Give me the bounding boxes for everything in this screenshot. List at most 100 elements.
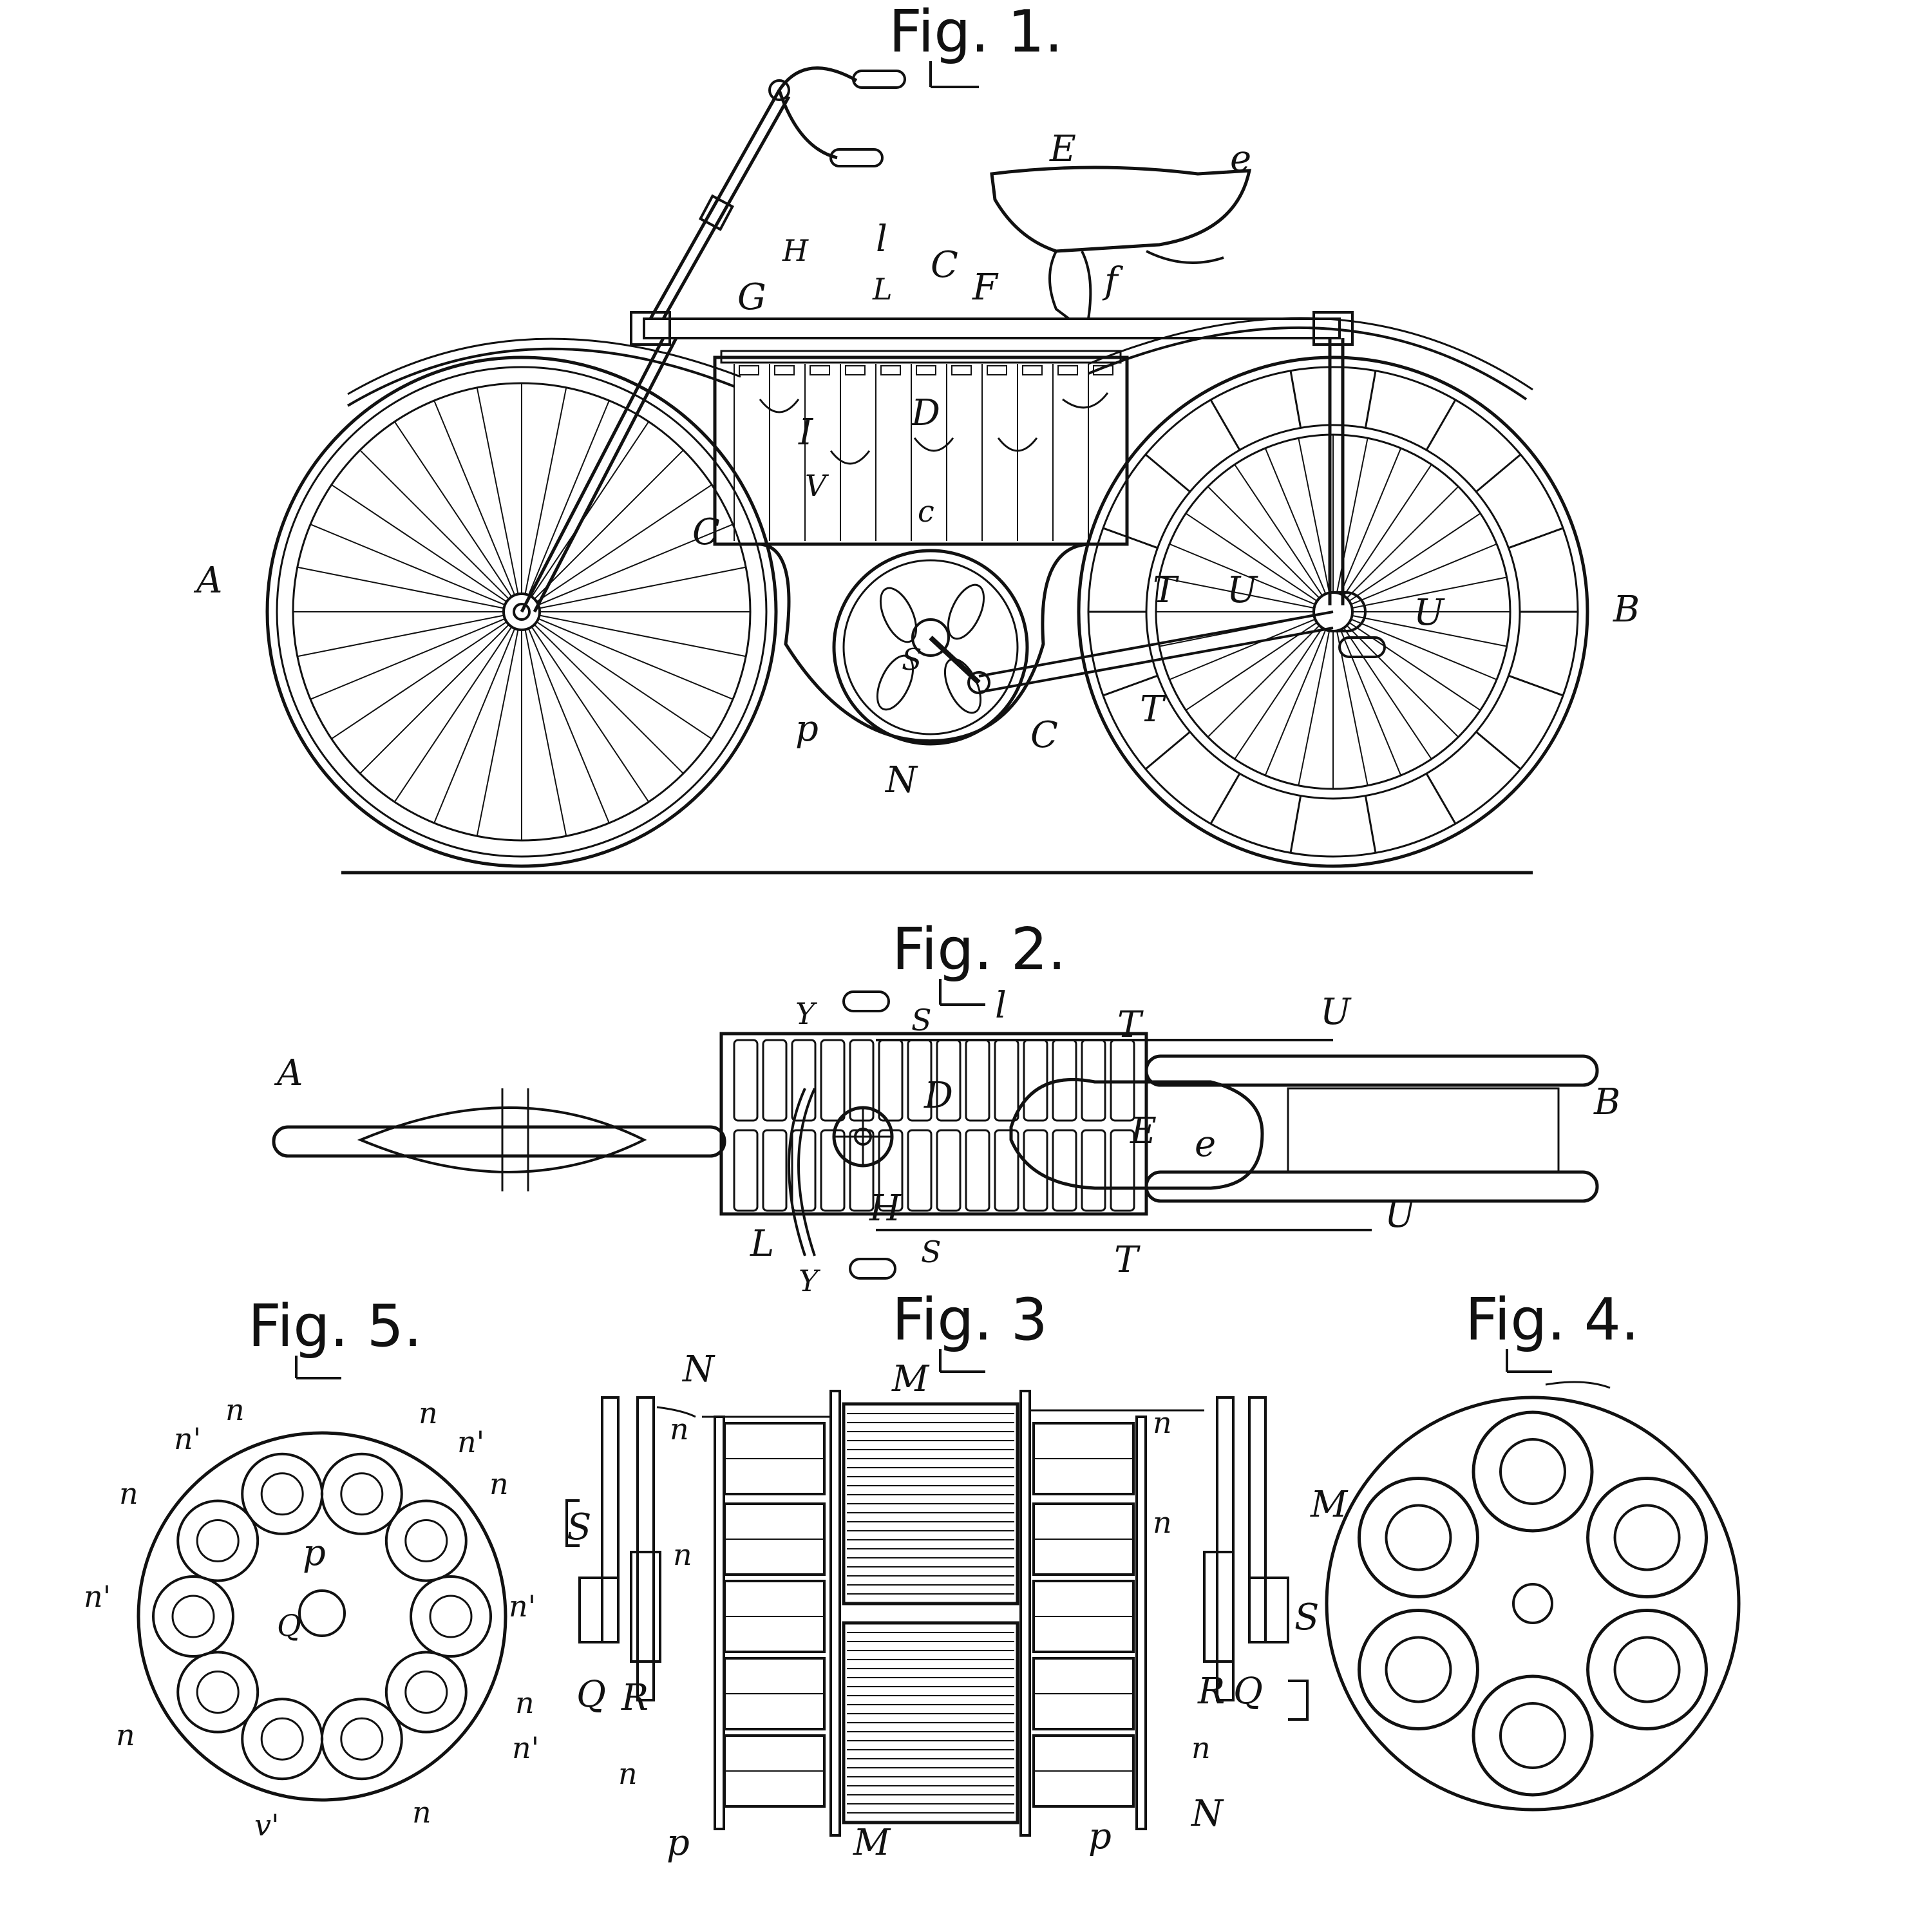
fig3-label-M1: M [891, 1358, 930, 1400]
rim-segment [1103, 674, 1159, 697]
rear-fender [1088, 326, 1528, 401]
fig1-label-B: B [1613, 589, 1640, 630]
fig5-label-n2: n [419, 1396, 438, 1430]
spoke [1352, 614, 1507, 647]
fig4-ring-outer [1357, 1609, 1479, 1730]
fig2-label-U1: U [1320, 991, 1352, 1033]
fig2-saddle [1009, 1077, 1264, 1190]
front-wheel-spokes [293, 383, 750, 840]
spoke [1264, 629, 1327, 776]
spoke [538, 524, 734, 606]
spoke [476, 629, 519, 837]
spoke [297, 614, 504, 658]
battery-terminal [987, 365, 1007, 375]
fig1-label-F: F [972, 267, 999, 308]
fig1-label-D: D [911, 392, 940, 434]
fig3-label-R2: R [1197, 1671, 1225, 1712]
fig2-cell-lower [1081, 1129, 1106, 1212]
fig5-magnet-outer [152, 1575, 234, 1658]
spoke [1234, 464, 1323, 596]
fig2-label-S1: S [911, 1003, 932, 1037]
fig1-label-C2: C [692, 511, 720, 553]
fig4-title: Fig. 4. [1465, 1286, 1639, 1354]
fig2-label-U2: U [1385, 1194, 1416, 1236]
fig3-motor-section: Fig. 3 N M n n S n n S [565, 1286, 1319, 1864]
fig2-cell-lower [762, 1129, 788, 1212]
fig2-title: Fig. 2. [892, 916, 1066, 983]
fig3-label-R1: R [621, 1677, 649, 1719]
rim-segment [1289, 795, 1302, 853]
rim-segment [1103, 527, 1159, 549]
spoke [1185, 513, 1318, 602]
fig5-label-n4: n [489, 1466, 509, 1501]
fig2-label-S2: S [921, 1235, 942, 1269]
top-tube [643, 317, 1341, 339]
spoke [1169, 618, 1316, 681]
fig5-magnet-outer [176, 1499, 260, 1582]
fig4-ring-inner [1613, 1504, 1681, 1571]
battery-terminal [1093, 365, 1113, 375]
spoke [1343, 627, 1432, 760]
fig2-cell-lower [820, 1129, 846, 1212]
spoke [534, 624, 684, 774]
fig2-cell-upper [849, 1039, 875, 1122]
spoke [393, 421, 513, 598]
fig1-label-H: H [782, 233, 809, 268]
fig4-armature-rings [1357, 1410, 1709, 1797]
fig1-label-S: S [902, 642, 922, 677]
fig3-label-p1: p [667, 1822, 690, 1864]
fig3-right-coils [1032, 1422, 1135, 1808]
rim-segment [1364, 370, 1377, 428]
motor-housing [832, 549, 1029, 746]
spoke [1207, 486, 1320, 599]
fig2-bicycle-top-view: Fig. 2. A Y S l T U D E e B H L S U [272, 916, 1620, 1298]
fig5-label-np5: n' [512, 1730, 539, 1765]
fig4-label-M: M [1310, 1484, 1349, 1526]
fig1-label-E: E [1049, 128, 1076, 170]
handlebar [777, 66, 858, 91]
fig2-cell-upper [733, 1039, 759, 1122]
fig1-bicycle-side-view: Fig. 1. [193, 0, 1640, 875]
fig5-magnet-core [196, 1519, 240, 1562]
rim-segment [1508, 527, 1564, 549]
fig2-cell-upper [965, 1039, 990, 1122]
spoke [1350, 618, 1497, 681]
fig4-center-shaft [1512, 1583, 1553, 1624]
fig3-label-n4: n [1153, 1505, 1172, 1540]
spoke [476, 387, 519, 594]
fig1-title: Fig. 1. [889, 0, 1063, 66]
fig2-label-Y1: Y [795, 996, 818, 1031]
spoke [524, 629, 567, 837]
fig3-label-M2: M [853, 1822, 891, 1864]
spoke [527, 400, 610, 596]
spoke [331, 484, 507, 603]
fig3-label-Q1: Q [576, 1674, 606, 1716]
fig1-label-c: c [918, 494, 934, 529]
fig1-label-p: p [795, 708, 819, 750]
fig1-label-C3: C [1030, 714, 1058, 756]
fig5-magnet-core [260, 1472, 304, 1516]
spoke [534, 450, 684, 600]
spoke [531, 626, 650, 802]
fig2-cell-upper [791, 1039, 817, 1122]
rim-segment [1425, 773, 1457, 824]
fig5-magnets [152, 1452, 492, 1781]
fig1-label-f: f [1102, 260, 1124, 302]
spoke [1298, 630, 1331, 786]
fig3-label-Q2: Q [1233, 1671, 1263, 1712]
fig2-label-B: B [1593, 1081, 1620, 1123]
fig5-label-v: v' [254, 1808, 279, 1842]
fig5-magnet-outer [241, 1452, 324, 1535]
fig4-ring-inner [1385, 1504, 1452, 1571]
fig2-cell-lower [733, 1129, 759, 1212]
fig3-armature-lines [847, 1413, 1014, 1823]
fig5-field-magnet-end-view: Fig. 5. n n n' n' n n p n' Q n' n n n' v… [84, 1293, 539, 1842]
fig5-label-n3: n [119, 1476, 138, 1511]
fig4-disc [1325, 1396, 1741, 1812]
fig3-title: Fig. 3 [892, 1286, 1048, 1354]
spoke [1349, 513, 1481, 602]
fig5-label-np3: n' [84, 1579, 111, 1614]
fig3-label-N1: N [681, 1349, 715, 1390]
battery-cells [734, 364, 1113, 541]
spoke [1264, 448, 1327, 594]
